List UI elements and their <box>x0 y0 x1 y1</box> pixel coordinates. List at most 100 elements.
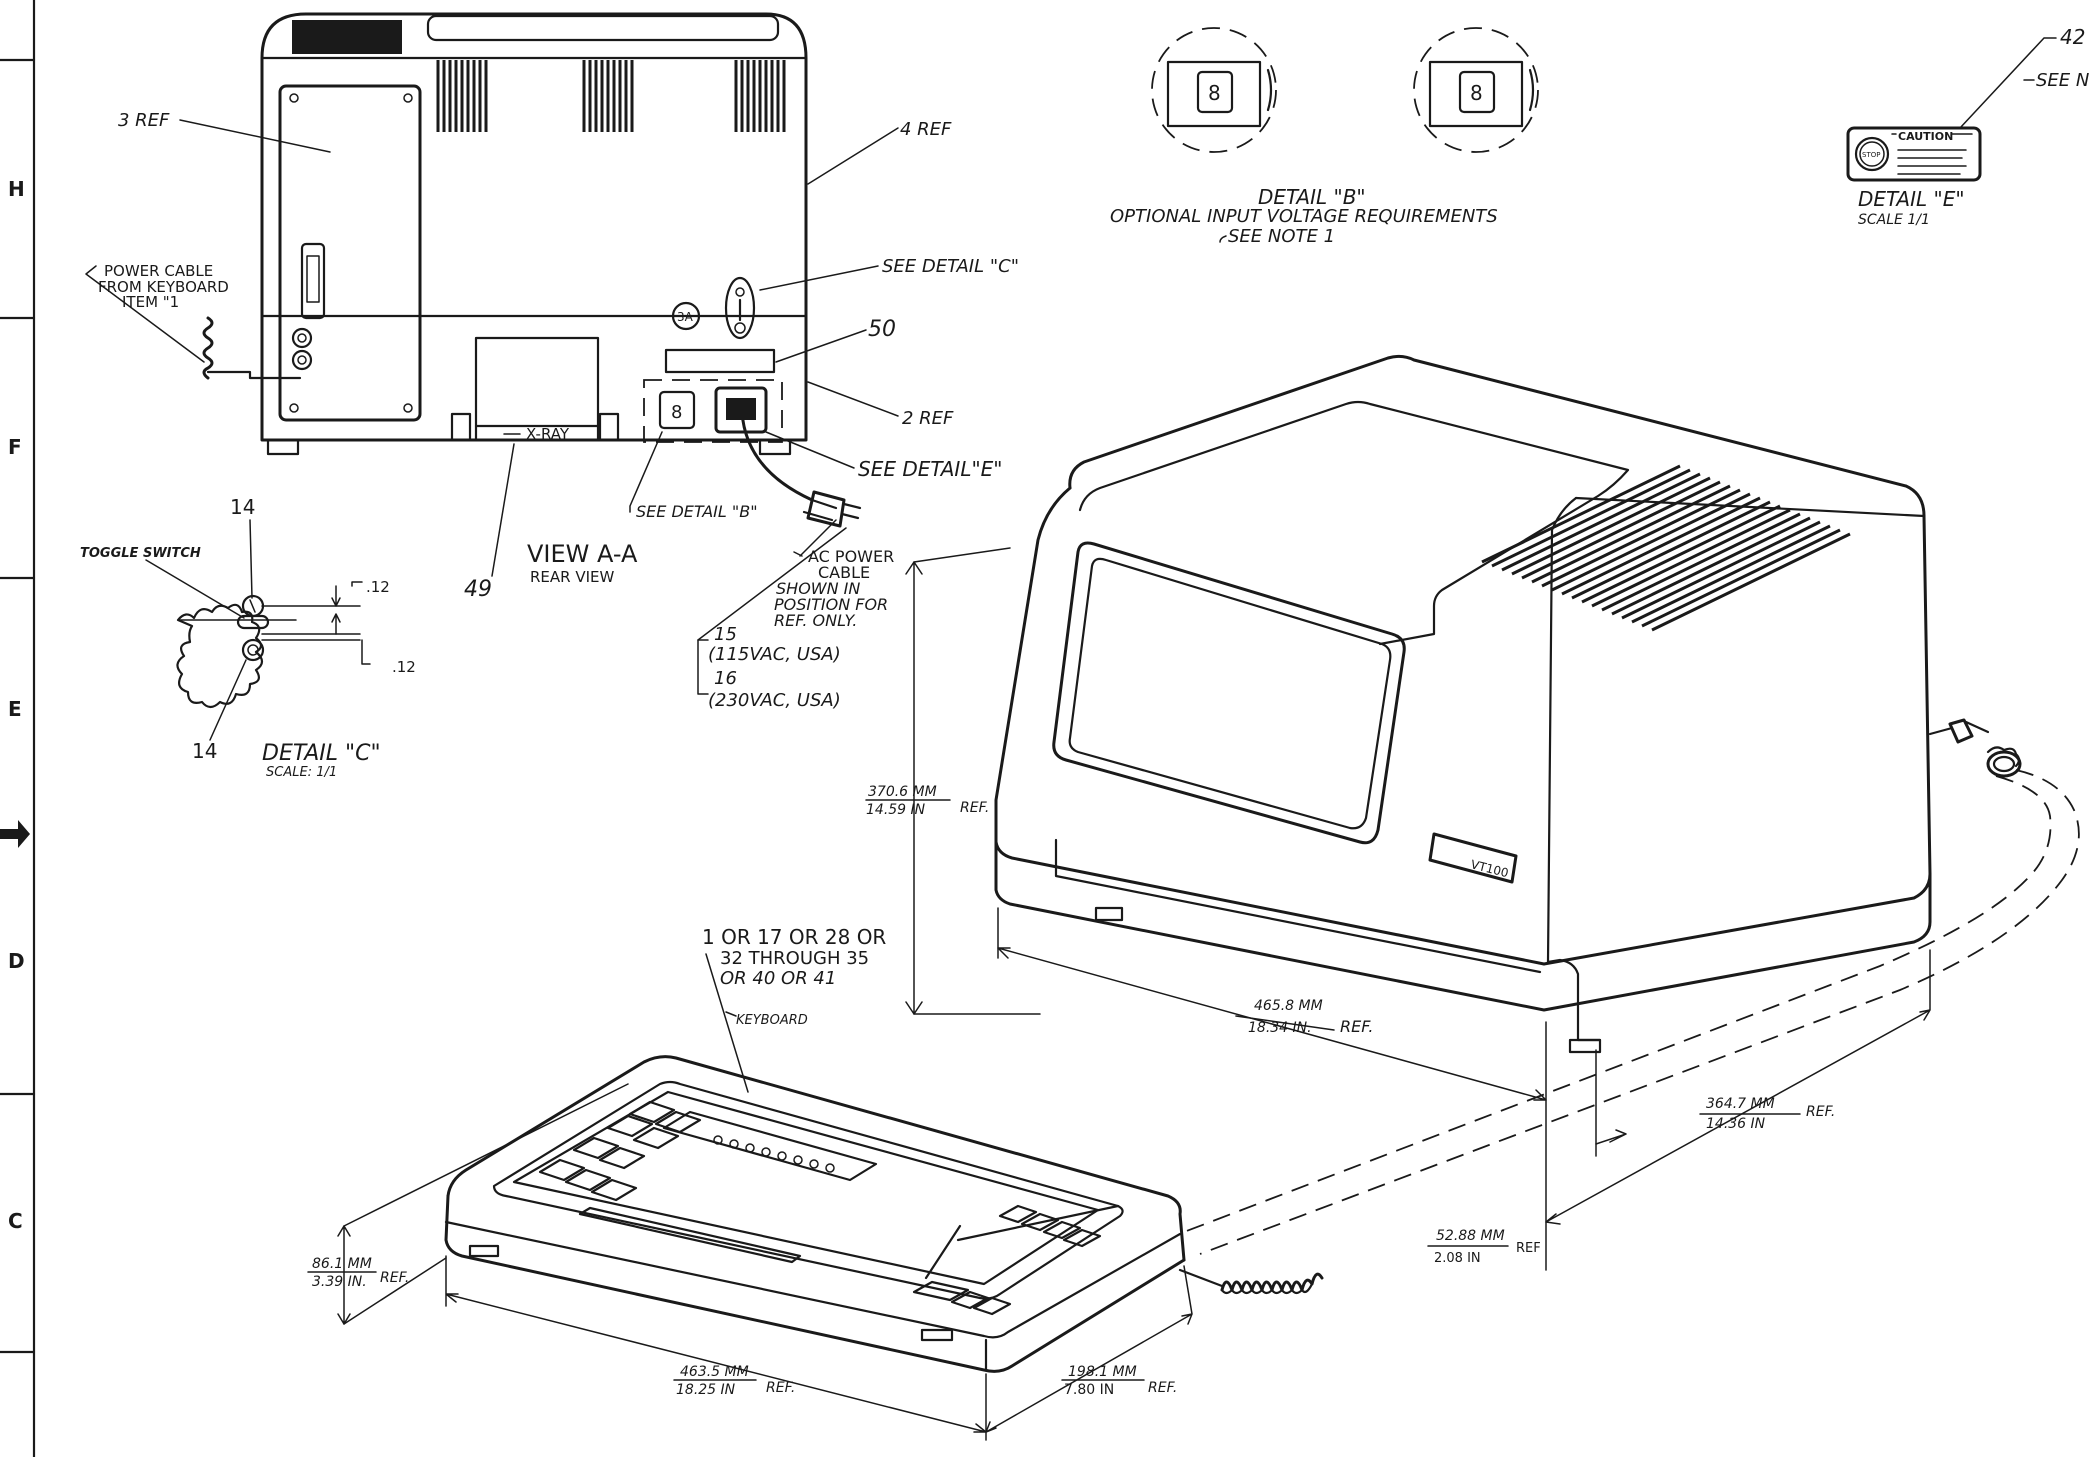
rear-connector <box>300 242 326 320</box>
toggle-switch-bottom <box>241 638 265 662</box>
detail-e-title: DETAIL "E" <box>1858 187 1965 211</box>
vt100-badge <box>1428 832 1518 884</box>
keyboard-height-mm: 86.1 MM <box>312 1256 372 1272</box>
item-50-label: 50 <box>868 317 896 342</box>
keyboard-height-ref: REF. <box>380 1270 409 1286</box>
toggle-switch-label: TOGGLE SWITCH <box>80 546 201 561</box>
crt-bezel <box>1052 541 1406 845</box>
terminal-depth-ref: REF. <box>1806 1104 1835 1120</box>
rear-grill-middle <box>582 60 634 132</box>
see-detail-c-label: SEE DETAIL "C" <box>882 256 1019 277</box>
detail-e-item: 42 <box>2060 25 2085 49</box>
ref-3-label: 3 REF <box>118 110 170 131</box>
ac-cable-line-5: REF. ONLY. <box>774 611 857 630</box>
xray-box <box>474 336 600 428</box>
rear-port-2 <box>291 349 313 371</box>
terminal-depth-mm: 364.7 MM <box>1706 1096 1775 1112</box>
keyboard-depth-in: 7.80 IN <box>1064 1382 1114 1398</box>
terminal-base-ref: REF <box>1516 1241 1541 1256</box>
detail-c-dim-top: .12 <box>366 578 390 596</box>
zone-label-e: E <box>8 697 22 721</box>
ref-4-label: 4 REF <box>900 119 952 140</box>
svg-text:8: 8 <box>1470 81 1483 105</box>
terminal: VT100 <box>994 354 2080 1255</box>
stop-icon <box>1854 136 1890 172</box>
label-50 <box>664 348 776 374</box>
item-15-label: 15 <box>714 624 737 645</box>
keyboard-depth-ref: REF. <box>1148 1380 1177 1396</box>
keyboard-label: KEYBOARD <box>736 1013 808 1028</box>
zone-border: H F E D C <box>0 0 36 1457</box>
item-15-desc: (115VAC, USA) <box>708 644 841 665</box>
xray-label: X-RAY <box>526 425 570 443</box>
ac-cable-line-4: POSITION FOR <box>774 595 888 614</box>
ac-cable-line-3: SHOWN IN <box>776 579 860 598</box>
badge-3a <box>671 301 701 331</box>
keyboard-keys <box>538 1100 1120 1316</box>
terminal-vents <box>1481 464 1851 632</box>
detail-c-item-top: 14 <box>230 495 255 519</box>
detail-e-see-note: SEE NO <box>2036 70 2090 91</box>
keyboard-width-ref: REF. <box>766 1380 795 1396</box>
detail-b-subtitle: OPTIONAL INPUT VOLTAGE REQUIREMENTS <box>1110 206 1498 227</box>
ref-2-label: 2 REF <box>902 408 954 429</box>
power-cable-line-1: POWER CABLE <box>104 262 213 280</box>
ac-cable-callouts: AC POWER CABLE SHOWN IN POSITION FOR REF… <box>697 519 894 711</box>
detail-c-item-bottom: 14 <box>192 739 217 763</box>
terminal-depth-in: 14.36 IN <box>1706 1116 1766 1132</box>
keyboard-width-mm: 463.5 MM <box>680 1364 749 1380</box>
terminal-base-in: 2.08 IN <box>1434 1251 1481 1266</box>
power-inlet <box>714 386 768 434</box>
keyboard-callout-line-2: 32 THROUGH 35 <box>720 948 869 969</box>
keyboard-leds <box>713 1135 835 1173</box>
detail-c: 14 14 TOGGLE SWITCH .12 .12 DETAIL "C" S… <box>80 495 416 780</box>
rear-port-1 <box>291 327 313 349</box>
power-cable-line-2: FROM KEYBOARD <box>98 278 229 296</box>
ac-cable-line-1: AC POWER <box>808 547 894 566</box>
power-cable-line-3: ITEM "1 <box>122 293 179 311</box>
stop-text: STOP <box>1862 151 1880 159</box>
zone-label-h: H <box>8 177 25 201</box>
detail-b-title: DETAIL "B" <box>1258 185 1366 209</box>
detail-e: STOP CAUTION 42 SEE NO DETAIL "E" SCALE … <box>1846 25 2090 228</box>
terminal-height-mm: 370.6 MM <box>868 784 937 800</box>
detail-e-scale: SCALE 1/1 <box>1858 212 1930 228</box>
keyboard-coil <box>1220 1272 1324 1295</box>
arrow-marker <box>0 820 30 848</box>
detail-c-scale: SCALE: 1/1 <box>266 765 337 780</box>
svg-text:8: 8 <box>671 402 682 423</box>
rear-grill-left <box>436 60 488 132</box>
terminal-base-mm: 52.88 MM <box>1436 1228 1505 1244</box>
detail-b: 8 8 DETAIL "B" OPTIONAL INPUT VOLTAGE RE… <box>1110 27 1539 247</box>
keyboard-callouts: 1 OR 17 OR 28 OR 32 THROUGH 35 OR 40 OR … <box>307 925 1193 1441</box>
rear-view: 3A 8 <box>202 12 862 528</box>
detail-b-note: SEE NOTE 1 <box>1228 226 1335 247</box>
see-detail-e-label: SEE DETAIL"E" <box>858 457 1003 481</box>
see-detail-b-label: SEE DETAIL "B" <box>636 502 758 521</box>
view-title: VIEW A-A <box>527 540 638 568</box>
badge-3a-text: 3A <box>677 310 694 324</box>
caution-label <box>1846 126 1982 182</box>
keyboard-depth-mm: 198.1 MM <box>1068 1364 1137 1380</box>
zone-label-f: F <box>8 435 22 459</box>
caution-text: CAUTION <box>1898 130 1953 143</box>
keyboard <box>444 1055 1324 1373</box>
rear-panel <box>278 84 422 422</box>
keyboard-callout-line-3: OR 40 OR 41 <box>720 968 836 989</box>
terminal-height-ref: REF. <box>960 800 989 816</box>
terminal-height-in: 14.59 IN <box>866 802 926 818</box>
item-16-desc: (230VAC, USA) <box>708 690 841 711</box>
terminal-width-mm: 465.8 MM <box>1254 998 1323 1014</box>
keyboard-width-in: 18.25 IN <box>676 1382 736 1398</box>
rear-view-callouts: 3 REF 4 REF SEE DETAIL "C" 50 2 REF SEE … <box>85 110 1019 602</box>
terminal-width-in: 18.34 IN. <box>1248 1020 1312 1036</box>
svg-text:8: 8 <box>1208 81 1221 105</box>
detail-c-title: DETAIL "C" <box>262 741 381 766</box>
terminal-width-ref: REF. <box>1340 1017 1373 1036</box>
keyboard-height-in: 3.39 IN. <box>312 1274 367 1290</box>
zone-label-d: D <box>8 949 25 973</box>
item-16-label: 16 <box>714 668 737 689</box>
crt-screen <box>1068 557 1392 830</box>
voltage-selector <box>658 390 696 430</box>
